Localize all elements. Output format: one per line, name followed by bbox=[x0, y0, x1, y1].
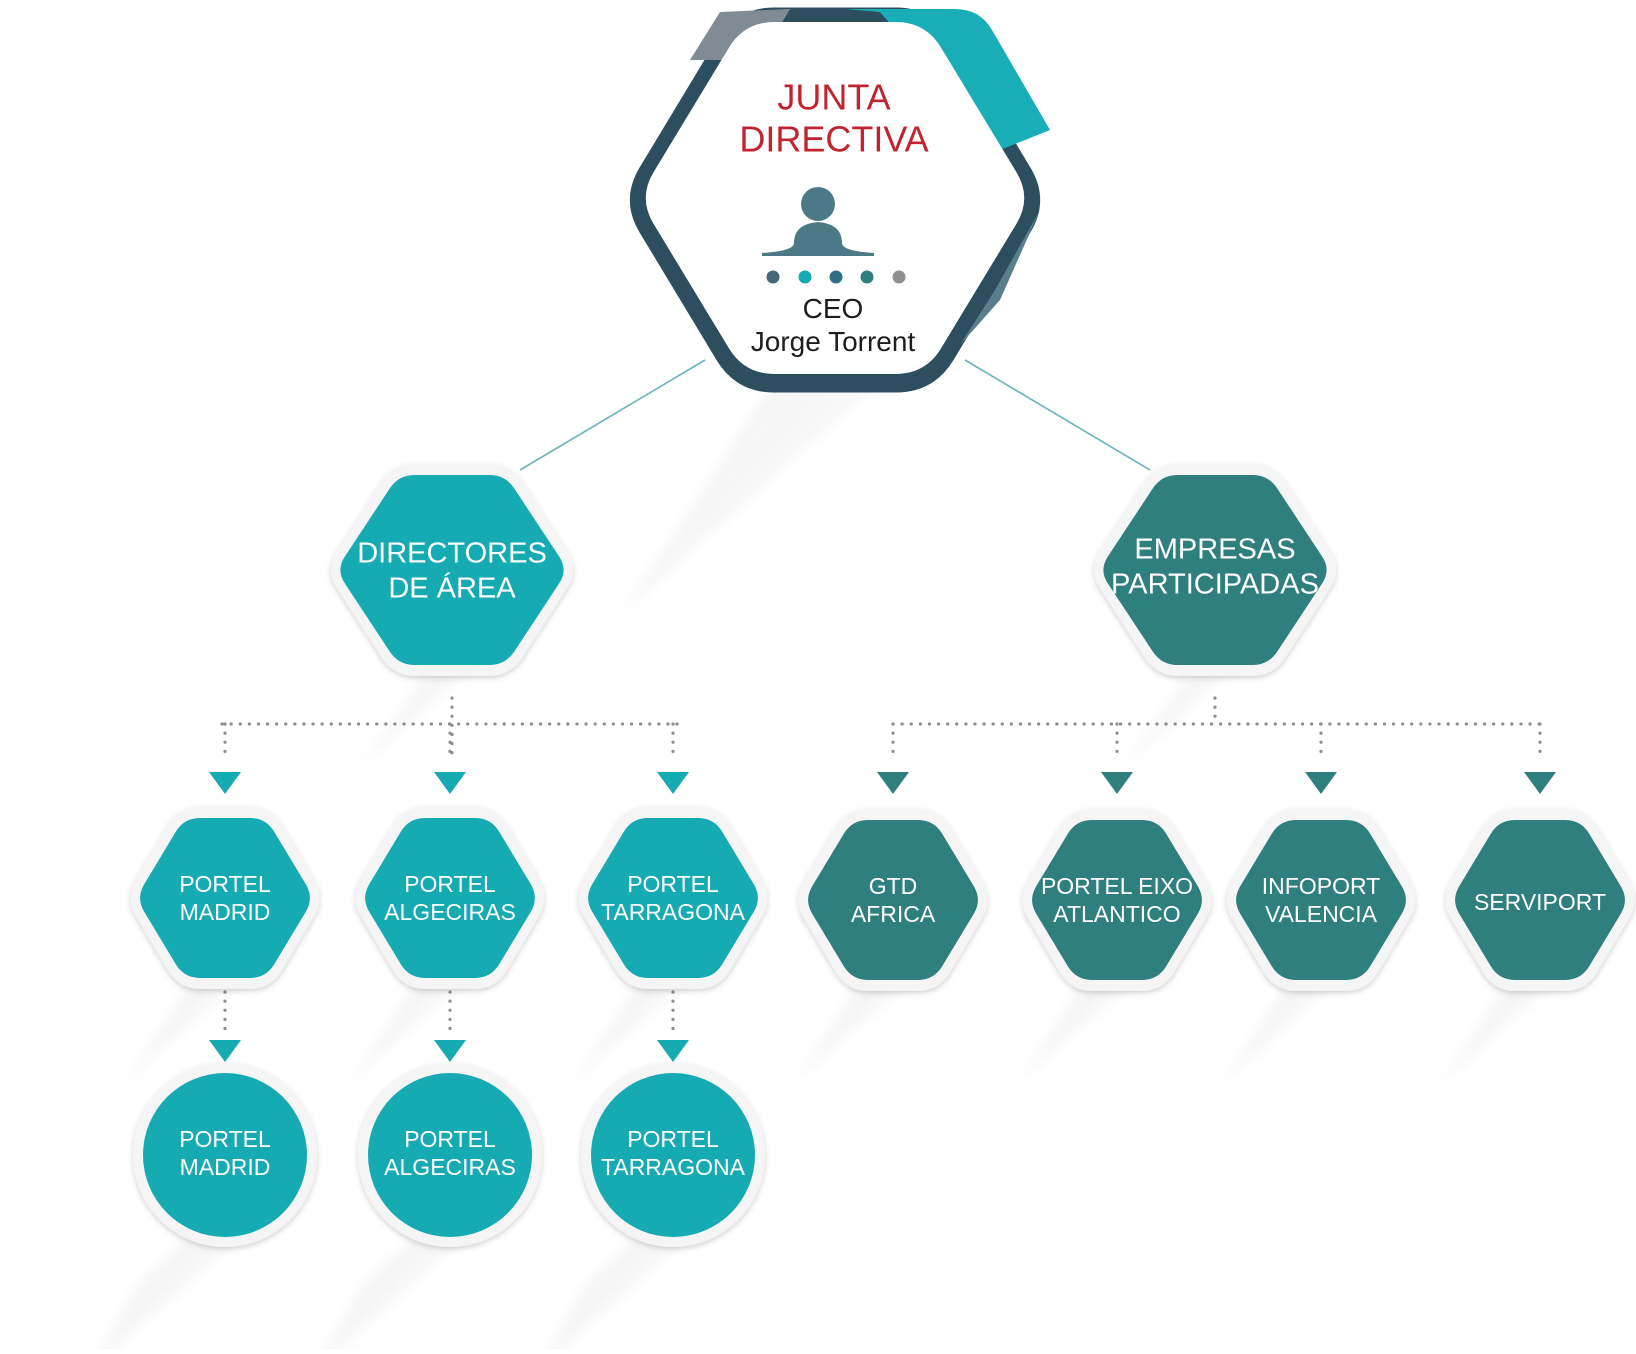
hex-office bbox=[588, 818, 758, 978]
node-layer bbox=[130, 7, 1635, 1247]
arrow-down bbox=[657, 772, 689, 794]
top-node-person: CEO Jorge Torrent bbox=[751, 292, 915, 358]
node-sub-office: PORTEL TARRAGONA bbox=[601, 1125, 745, 1181]
node-company: INFOPORT VALENCIA bbox=[1262, 872, 1380, 928]
indicator-dot bbox=[860, 270, 874, 284]
indicator-dot bbox=[798, 270, 812, 284]
node-company: SERVIPORT bbox=[1474, 888, 1606, 916]
circle-sub-office bbox=[591, 1073, 755, 1237]
node-sub-office: PORTEL MADRID bbox=[179, 1125, 271, 1181]
node-label-line1: PORTEL bbox=[179, 870, 271, 897]
node-office: PORTEL ALGECIRAS bbox=[384, 870, 516, 926]
node-label-line2: VALENCIA bbox=[1264, 901, 1378, 927]
node-label-line2: PARTICIPADAS bbox=[1111, 569, 1319, 601]
node-label-line1: GTD bbox=[868, 872, 918, 899]
person-icon-head bbox=[801, 187, 835, 221]
indicator-dot bbox=[766, 270, 780, 284]
node-label-line2: ALGECIRAS bbox=[384, 1154, 516, 1180]
hex-office bbox=[365, 818, 535, 978]
hex-company bbox=[1236, 820, 1406, 980]
hex-company bbox=[1455, 820, 1625, 980]
node-sub-office: PORTEL ALGECIRAS bbox=[384, 1125, 516, 1181]
node-label-line1: PORTEL bbox=[627, 1125, 719, 1152]
circle-sub-office bbox=[143, 1073, 307, 1237]
node-label-line1: EMPRESAS bbox=[1134, 533, 1296, 566]
top-role: CEO bbox=[802, 292, 864, 324]
node-office: PORTEL MADRID bbox=[179, 870, 271, 926]
node-label-line1: SERVIPORT bbox=[1473, 888, 1607, 915]
top-name: Jorge Torrent bbox=[750, 326, 916, 357]
top-node-title: JUNTA DIRECTIVA bbox=[739, 76, 928, 160]
arrow-down bbox=[1305, 772, 1337, 794]
arrow-down bbox=[209, 772, 241, 794]
hex-empresas bbox=[1103, 475, 1327, 665]
node-label-line2: ATLANTICO bbox=[1053, 901, 1181, 927]
connector-top-right bbox=[964, 359, 1151, 471]
node-office: PORTEL TARRAGONA bbox=[601, 870, 745, 926]
hex-company bbox=[1032, 820, 1202, 980]
person-icon bbox=[762, 222, 874, 256]
node-company: GTD AFRICA bbox=[851, 872, 935, 928]
node-label-line1: PORTEL bbox=[179, 1125, 271, 1152]
arrow-down bbox=[877, 772, 909, 794]
node-company: PORTEL EIXO ATLANTICO bbox=[1041, 872, 1193, 928]
arrow-down bbox=[434, 772, 466, 794]
node-label-line2: DE ÁREA bbox=[388, 573, 516, 605]
arrow-down bbox=[1101, 772, 1133, 794]
arrow-down bbox=[209, 1040, 241, 1062]
node-label-line1: INFOPORT bbox=[1261, 872, 1381, 899]
top-node-face bbox=[645, 22, 1025, 374]
connector-layer bbox=[209, 359, 1556, 1062]
hex-company bbox=[808, 820, 978, 980]
connector-top-left bbox=[519, 359, 706, 471]
node-directores-de-area: DIRECTORES DE ÁREA bbox=[357, 537, 547, 608]
hex-office bbox=[140, 818, 310, 978]
node-label-line1: PORTEL bbox=[404, 1125, 496, 1152]
node-label-line1: PORTEL EIXO bbox=[1040, 872, 1194, 899]
node-label-line2: MADRID bbox=[179, 1154, 271, 1180]
top-title-line1: JUNTA bbox=[777, 76, 891, 118]
node-label-line2: AFRICA bbox=[850, 901, 936, 927]
arrow-down bbox=[434, 1040, 466, 1062]
node-label-line1: PORTEL bbox=[404, 870, 496, 897]
node-label-line2: TARRAGONA bbox=[601, 899, 745, 925]
circle-sub-office bbox=[368, 1073, 532, 1237]
arrow-down bbox=[657, 1040, 689, 1062]
arrow-down bbox=[1524, 772, 1556, 794]
top-title-line2: DIRECTIVA bbox=[739, 118, 929, 159]
node-label-line2: ALGECIRAS bbox=[384, 899, 516, 925]
node-empresas-participadas: EMPRESAS PARTICIPADAS bbox=[1111, 533, 1319, 604]
indicator-dot bbox=[892, 270, 906, 284]
node-label-line2: TARRAGONA bbox=[601, 1154, 745, 1180]
node-label-line2: MADRID bbox=[179, 899, 271, 925]
node-label-line1: PORTEL bbox=[627, 870, 719, 897]
hex-directores bbox=[340, 475, 564, 665]
indicator-dot bbox=[829, 270, 843, 284]
node-label-line1: DIRECTORES bbox=[357, 537, 547, 570]
